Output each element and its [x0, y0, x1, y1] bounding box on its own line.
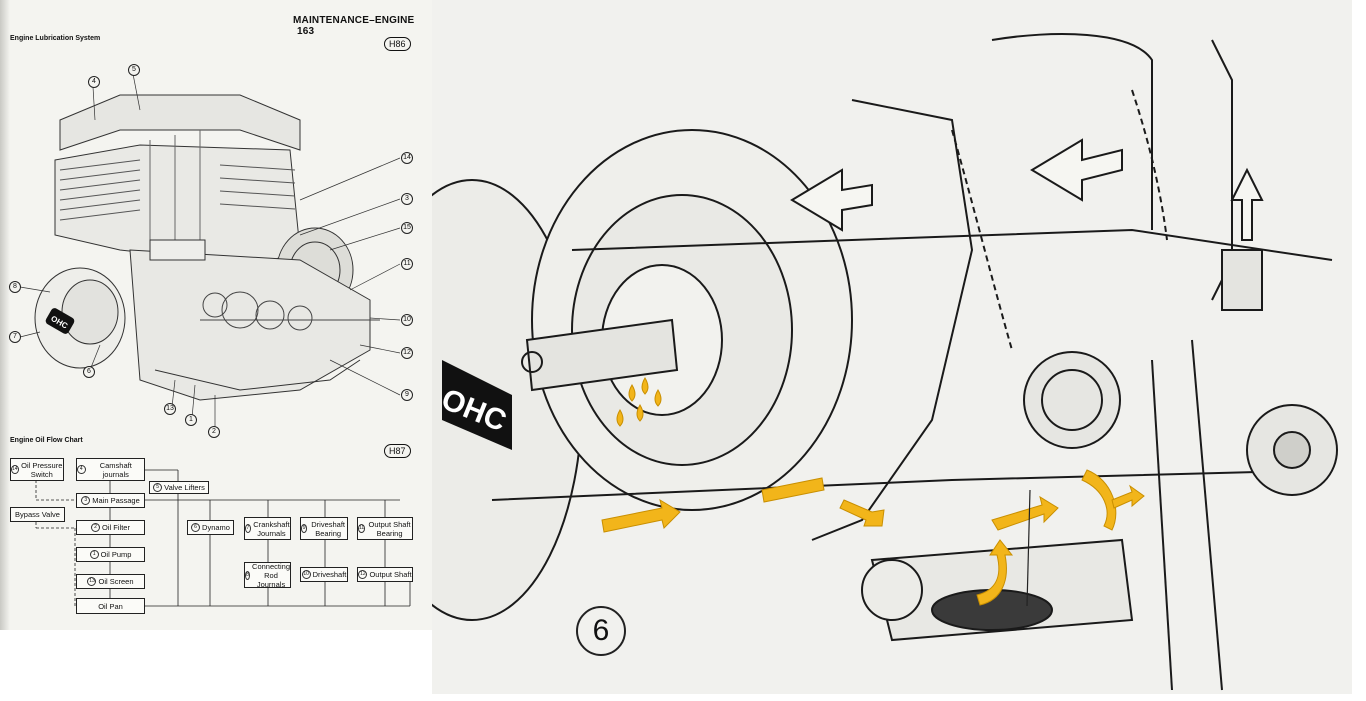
flow-node-num: 12 — [358, 570, 368, 579]
flow-node-num: 13 — [87, 577, 97, 586]
flow-node-num: 11 — [358, 524, 366, 533]
closeup-callout-6: 6 — [576, 606, 626, 656]
oil-flow-arrow-5 — [976, 539, 1014, 606]
flow-node-label: Driveshaft Bearing — [311, 519, 346, 538]
ohc-badge-small: OHC — [45, 308, 75, 334]
oil-flow-arrow-4 — [991, 495, 1059, 531]
callout-4: 4 — [88, 76, 100, 88]
oil-flow-arrow-3 — [839, 499, 885, 527]
callout-10: 10 — [401, 314, 413, 326]
header-title: MAINTENANCE–ENGINE — [293, 15, 415, 26]
flow-node-label: Oil Filter — [102, 523, 130, 532]
flow-node-num: 2 — [91, 523, 101, 532]
engine-closeup-illustration: OHC 6 — [432, 0, 1352, 694]
callout-7: 7 — [9, 331, 21, 343]
flow-node-label: Oil Pan — [98, 601, 123, 611]
flow-chart-title: Engine Oil Flow Chart — [10, 437, 83, 444]
callout-15: 15 — [401, 222, 413, 234]
flow-node-oil-pan: Oil Pan — [76, 598, 145, 614]
callout-1: 1 — [185, 414, 197, 426]
flow-node-label: Connecting Rod Journals — [252, 561, 290, 589]
flow-node-label: Oil Screen — [98, 577, 134, 586]
flow-chart-connectors — [35, 469, 411, 607]
callout-12: 12 — [401, 347, 413, 359]
flow-node-num: 1 — [89, 550, 99, 559]
callout-6: 6 — [83, 366, 95, 378]
flow-node-label: Valve Lifters — [164, 483, 205, 492]
flow-node-num: 5 — [153, 483, 163, 492]
closeup-drawing: OHC — [432, 33, 1338, 691]
oil-drip-2 — [641, 377, 649, 395]
callout-11: 11 — [401, 258, 413, 270]
oil-drip-1 — [628, 384, 636, 402]
oil-flow-arrow-1 — [601, 498, 681, 533]
oil-drip-3 — [654, 389, 662, 407]
flow-node-num: 7 — [245, 524, 251, 533]
flow-node-label: Crankshaft Journals — [253, 519, 290, 538]
flow-node-label: Oil Pump — [100, 550, 132, 559]
callout-3: 3 — [401, 193, 413, 205]
manual-page: MAINTENANCE–ENGINE 163 Engine Lubricatio… — [0, 0, 432, 630]
flow-node-num: 8 — [245, 570, 251, 580]
ohc-badge-large: OHC — [437, 360, 512, 450]
figure-tag-h86: H86 — [384, 37, 411, 51]
lubrication-title: Engine Lubrication System — [10, 35, 101, 42]
header-page-number: 163 — [297, 26, 315, 37]
flow-node-label: Dynamo — [202, 523, 230, 532]
callout-14: 14 — [401, 152, 413, 164]
oil-drip-5 — [636, 404, 644, 422]
oil-drip-4 — [616, 409, 624, 427]
page-gutter-shadow — [0, 0, 10, 630]
flow-node-label: Output Shaft Bearing — [368, 519, 411, 538]
flow-node-label: Output Shaft — [369, 570, 412, 579]
oil-flow-arrow-2 — [761, 477, 825, 503]
flow-node-label: Oil Pressure Switch — [21, 460, 63, 479]
oil-flow-arrow-6 — [1081, 469, 1117, 531]
callout-9: 9 — [401, 389, 413, 401]
flow-node-label: Bypass Valve — [15, 510, 60, 519]
flow-node-label: Driveshaft — [312, 570, 347, 579]
flow-node-label: Main Passage — [92, 496, 140, 505]
callout-5: 5 — [128, 64, 140, 76]
flow-node-num: 14 — [11, 465, 19, 474]
flow-node-num: 9 — [301, 524, 308, 533]
flow-node-label: Camshaft journals — [99, 460, 132, 479]
engine-cutaway-illustration: OHC — [19, 73, 401, 430]
flow-node-num: 4 — [77, 465, 86, 474]
oil-flow-arrow-7 — [1111, 484, 1145, 509]
callout-13: 13 — [164, 403, 176, 415]
flow-node-num: 6 — [191, 523, 201, 532]
flow-node-camshaft-journals: 4 Camshaft journals — [76, 458, 145, 481]
page-header: MAINTENANCE–ENGINE 163 — [293, 15, 432, 37]
callout-8: 8 — [9, 281, 21, 293]
flow-node-bypass-valve: Bypass Valve — [10, 507, 65, 522]
flow-node-num: 3 — [81, 496, 91, 505]
figure-tag-h87: H87 — [384, 444, 411, 458]
flow-node-num: 10 — [301, 570, 311, 579]
callout-2: 2 — [208, 426, 220, 438]
